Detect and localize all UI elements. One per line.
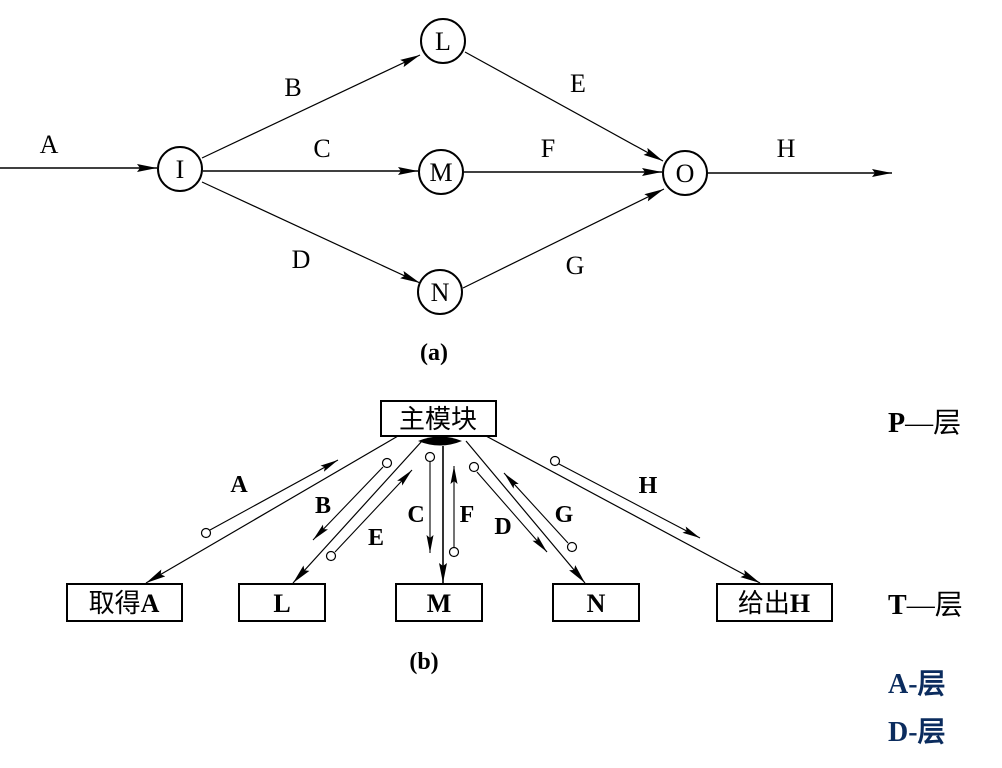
node-i: I xyxy=(157,146,203,192)
layer-t-letter: T xyxy=(888,590,907,621)
edge-c-label: C xyxy=(313,134,330,163)
edge-d xyxy=(201,181,421,284)
edge-b xyxy=(201,54,421,159)
module-give-h: 给出H xyxy=(716,583,833,622)
module-n-label: N xyxy=(587,589,606,618)
edge-e-label: E xyxy=(570,69,586,98)
flow-h xyxy=(549,455,701,539)
node-i-label: I xyxy=(176,155,185,184)
flow-c xyxy=(424,451,436,553)
flow-g xyxy=(503,472,578,553)
node-l-label: L xyxy=(435,27,451,56)
edge-g-label: G xyxy=(566,251,585,280)
main-module-box: 主模块 xyxy=(380,400,497,437)
connector-hub xyxy=(418,436,462,446)
layer-t: T—层 xyxy=(888,590,963,621)
call-line-get-a xyxy=(145,435,399,584)
call-line-n xyxy=(465,440,586,584)
caption-a: (a) xyxy=(420,340,448,366)
node-n-label: N xyxy=(431,278,450,307)
flow-a-label: A xyxy=(230,472,248,498)
node-m: M xyxy=(418,149,464,195)
module-l-label: L xyxy=(273,589,290,618)
flow-a xyxy=(200,459,339,539)
flow-b-label: B xyxy=(315,493,331,519)
flow-e-label: E xyxy=(368,525,384,551)
module-give-h-prefix: 给出 xyxy=(738,589,790,618)
edge-h-label: H xyxy=(777,134,796,163)
edge-d-label: D xyxy=(292,245,311,274)
diagram-a: I L M N O A B C D E F G H (a) xyxy=(0,18,892,366)
svg-text:给出H: 给出H xyxy=(738,589,810,618)
module-get-a: 取得A xyxy=(66,583,183,622)
layer-a: A-层 xyxy=(888,669,946,700)
edge-a-label: A xyxy=(40,130,59,159)
node-m-label: M xyxy=(429,158,452,187)
node-n: N xyxy=(417,269,463,315)
module-get-a-suffix: A xyxy=(141,589,160,618)
flow-g-label: G xyxy=(555,502,574,528)
module-n: N xyxy=(552,583,640,622)
edge-e xyxy=(464,51,664,162)
diagram-b: 主模块 xyxy=(66,400,833,675)
edge-g xyxy=(462,188,665,289)
node-o: O xyxy=(662,150,708,196)
module-give-h-suffix: H xyxy=(790,589,810,618)
call-line-l xyxy=(292,440,423,584)
flow-f xyxy=(448,466,460,558)
caption-b: (b) xyxy=(409,649,438,675)
flow-f-label: F xyxy=(460,502,475,528)
layer-p-suffix: —层 xyxy=(904,408,961,439)
flow-d-label: D xyxy=(494,514,511,540)
flow-d xyxy=(468,461,548,553)
module-l: L xyxy=(238,583,326,622)
flow-b xyxy=(312,457,393,541)
svg-text:取得A: 取得A xyxy=(89,589,160,618)
node-o-label: O xyxy=(676,159,695,188)
module-get-a-prefix: 取得 xyxy=(89,589,141,618)
layer-labels: P—层 T—层 A-层 D-层 xyxy=(888,408,963,748)
edge-b-label: B xyxy=(284,73,301,102)
layer-t-suffix: —层 xyxy=(906,590,963,621)
layer-d: D-层 xyxy=(888,717,946,748)
node-l: L xyxy=(420,18,466,64)
edge-f-label: F xyxy=(541,134,555,163)
layer-p-letter: P xyxy=(888,408,905,439)
flow-e xyxy=(325,469,413,562)
flow-c-label: C xyxy=(407,502,424,528)
flow-h-label: H xyxy=(639,473,658,499)
call-line-give-h xyxy=(485,435,761,584)
module-m-label: M xyxy=(427,589,452,618)
module-m: M xyxy=(395,583,483,622)
layer-p: P—层 xyxy=(888,408,961,439)
main-module-label: 主模块 xyxy=(399,405,477,434)
